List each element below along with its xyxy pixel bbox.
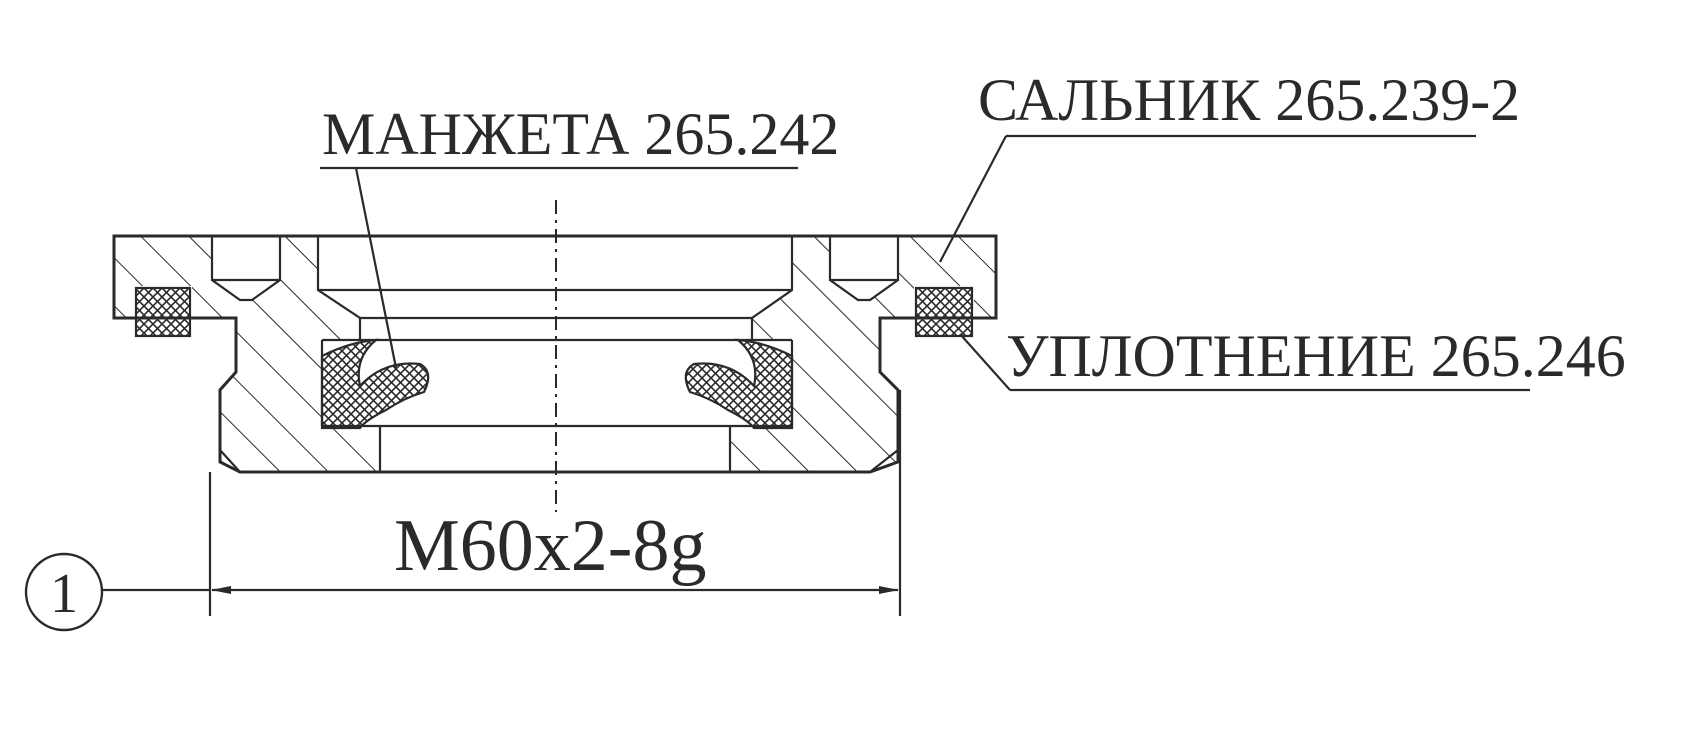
seal-label: УПЛОТНЕНИЕ 265.246 xyxy=(1006,323,1626,389)
cuff-right xyxy=(684,338,794,430)
o-ring-left xyxy=(134,286,192,338)
leader-cuff xyxy=(320,166,798,369)
cuff-label: МАНЖЕТА 265.242 xyxy=(322,101,839,167)
marker-number: 1 xyxy=(50,563,78,625)
cuff-left xyxy=(320,338,430,430)
leader-seal xyxy=(959,333,1530,392)
gland-label: САЛЬНИК 265.239-2 xyxy=(978,67,1520,133)
reference-marker xyxy=(24,552,210,632)
thread-label: М60х2-8g xyxy=(394,505,706,587)
leader-gland xyxy=(939,134,1476,263)
thread-dimension xyxy=(208,390,902,616)
o-ring-right xyxy=(914,286,974,338)
